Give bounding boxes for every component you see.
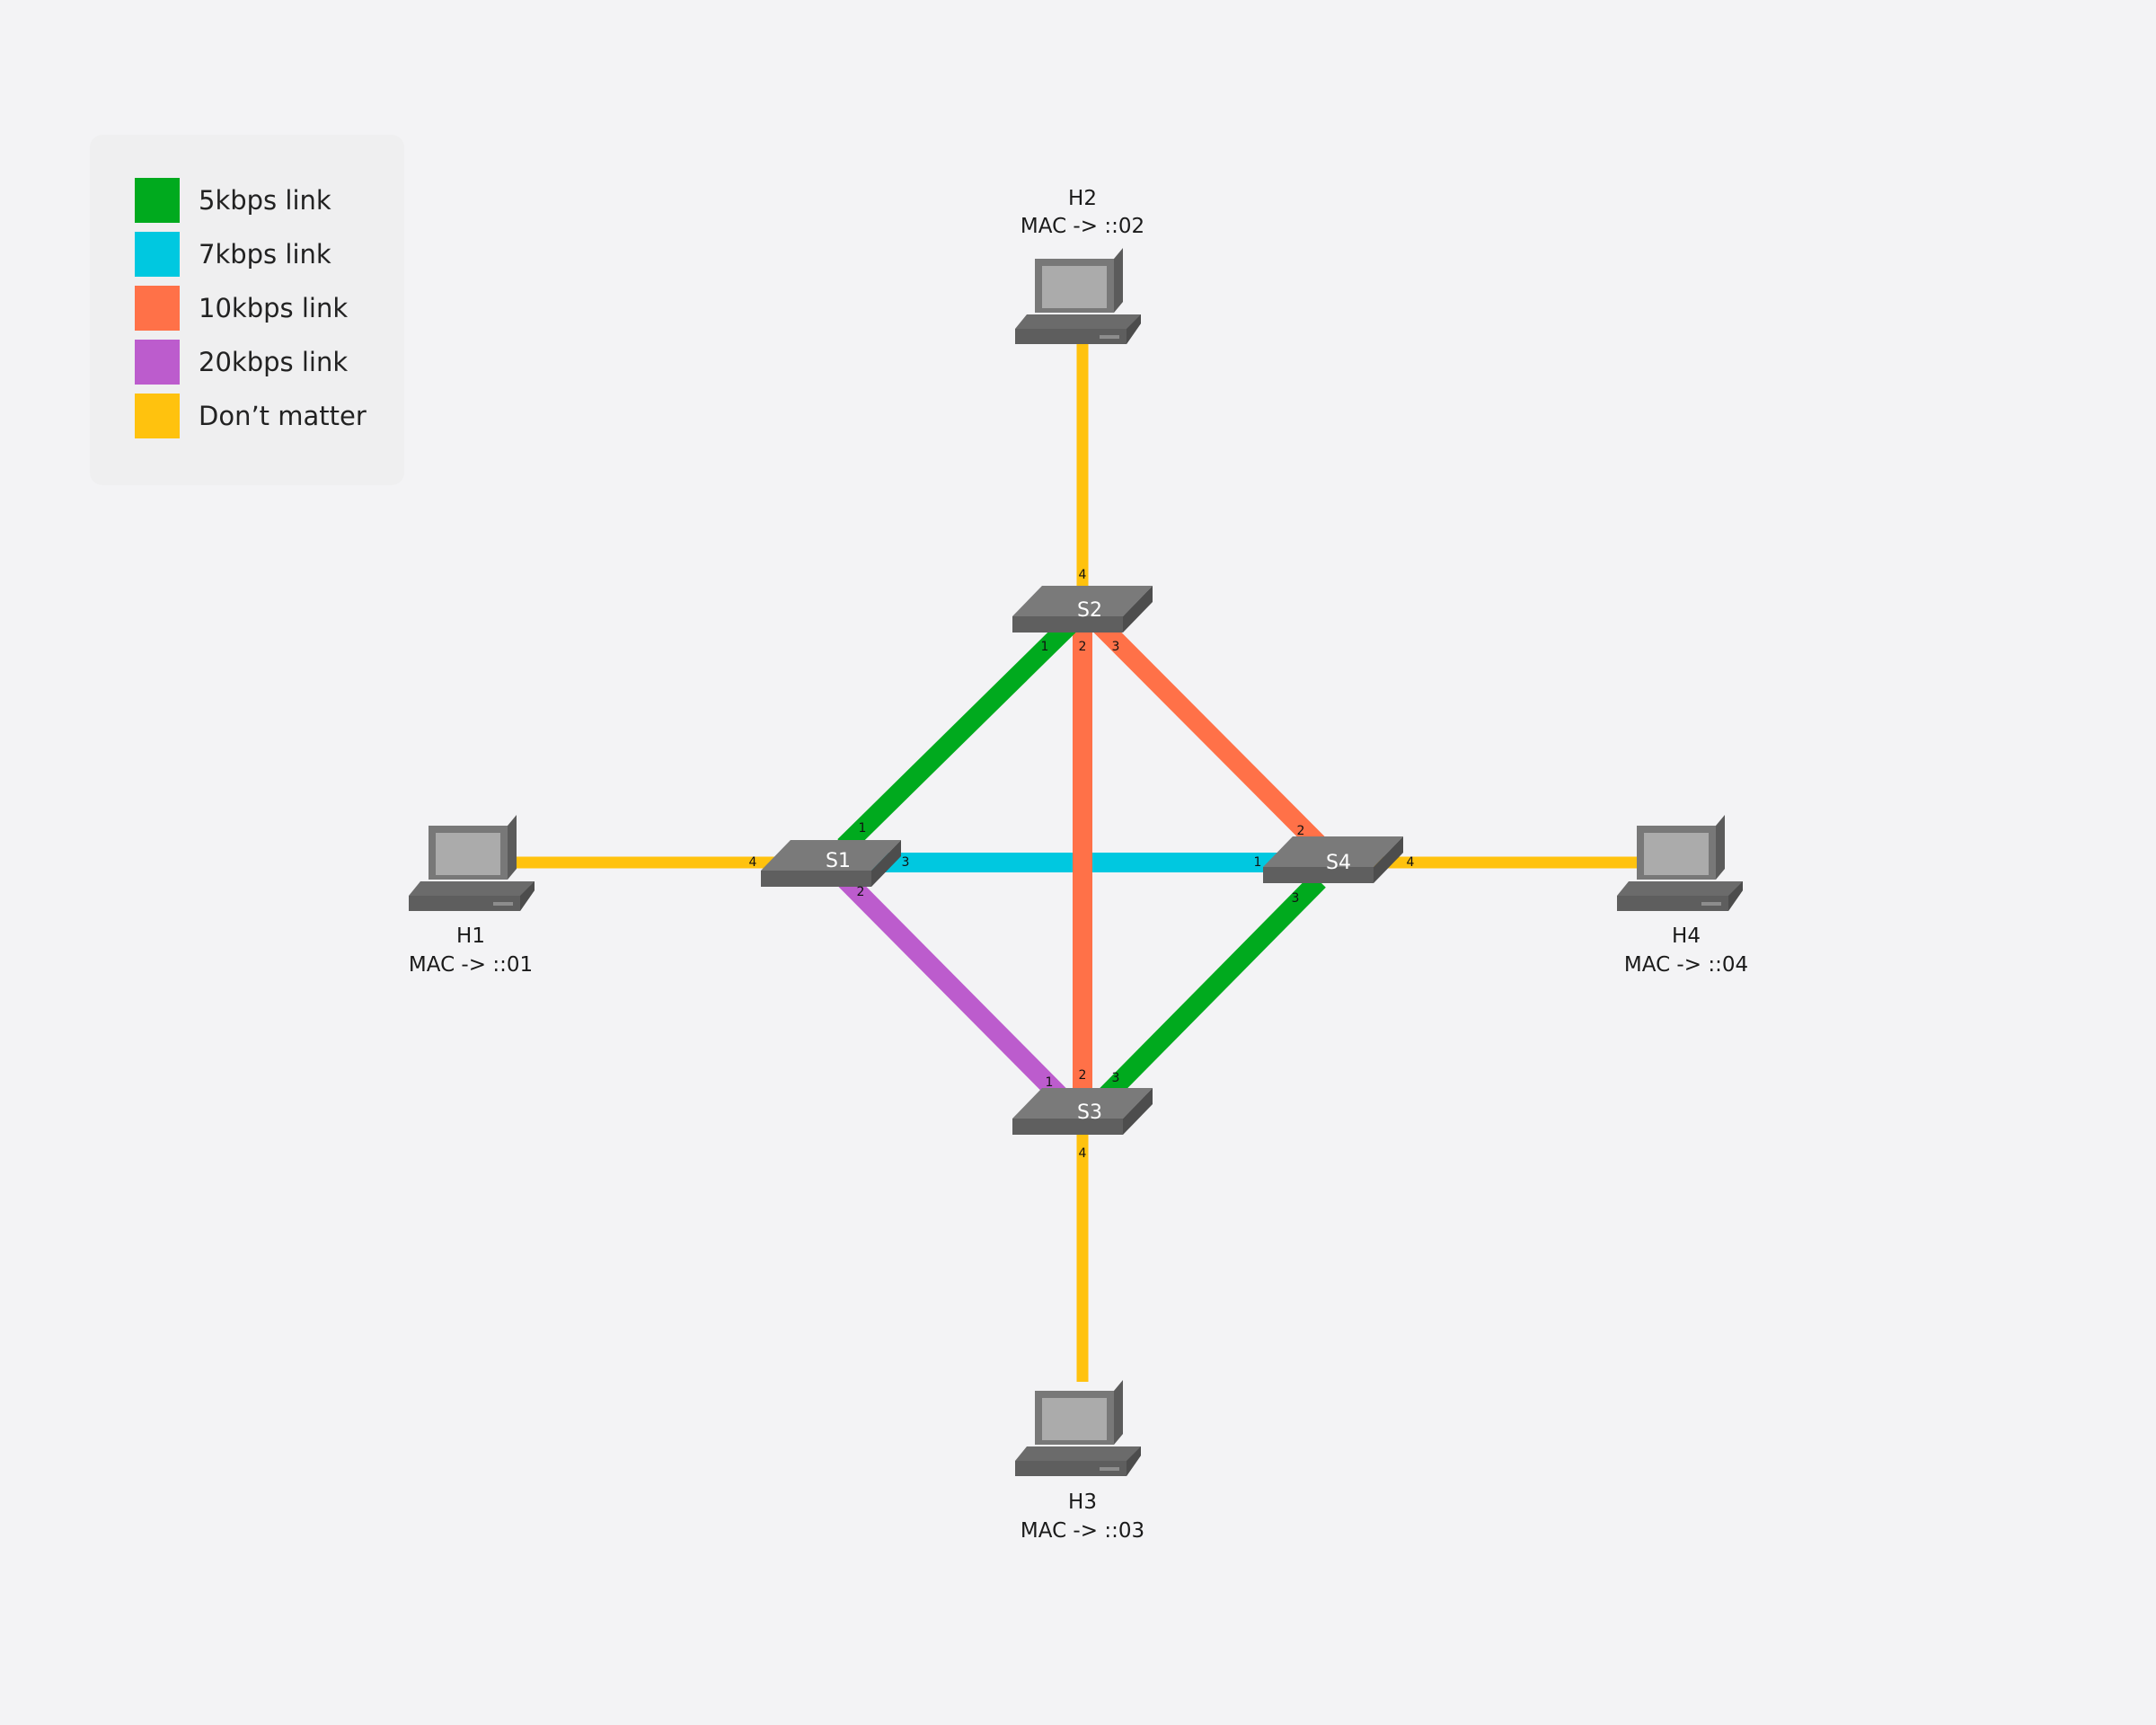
host-h2-name: H2: [1068, 187, 1097, 210]
legend-swatch-20kbps: [135, 340, 180, 385]
computer-icon: [409, 815, 535, 911]
port-s3-3: 3: [1112, 1071, 1120, 1085]
legend-label-dont-matter: Don’t matter: [199, 401, 367, 431]
host-h3[interactable]: [1015, 1380, 1141, 1476]
switch-s3[interactable]: S3: [1012, 1088, 1153, 1135]
host-h3-name: H3: [1068, 1491, 1097, 1514]
legend-label-20kbps: 20kbps link: [199, 347, 349, 377]
port-s1-3: 3: [902, 855, 910, 870]
port-s2-3: 3: [1112, 640, 1120, 654]
port-s2-4: 4: [1079, 568, 1087, 582]
port-s3-1: 1: [1046, 1075, 1054, 1090]
port-s1-2: 2: [857, 885, 865, 899]
host-h4-name: H4: [1672, 924, 1701, 948]
port-s1-1: 1: [859, 821, 867, 836]
legend-swatch-10kbps: [135, 286, 180, 331]
switch-s1[interactable]: S1: [761, 840, 901, 887]
legend-label-7kbps: 7kbps link: [199, 239, 331, 270]
switch-s3-label: S3: [1077, 1101, 1102, 1124]
port-s4-1: 1: [1254, 855, 1262, 870]
host-h2-mac: MAC -> ::02: [1021, 215, 1144, 238]
host-h1-mac: MAC -> ::01: [409, 953, 533, 977]
legend-item-dont-matter: Don’t matter: [135, 394, 367, 438]
port-s3-2: 2: [1079, 1068, 1087, 1083]
link-s1-s2: [837, 618, 1076, 854]
host-h3-mac: MAC -> ::03: [1021, 1519, 1144, 1543]
host-h2[interactable]: [1015, 248, 1141, 344]
legend-item-20kbps: 20kbps link: [135, 340, 348, 385]
legend-item-5kbps: 5kbps link: [135, 178, 331, 223]
switch-s4[interactable]: S4: [1263, 836, 1403, 883]
port-s4-2: 2: [1297, 824, 1305, 838]
legend-label-10kbps: 10kbps link: [199, 293, 349, 323]
port-s4-4: 4: [1407, 855, 1415, 870]
legend: 5kbps link 7kbps link 10kbps link 20kbps…: [90, 135, 404, 485]
port-s4-3: 3: [1292, 891, 1300, 906]
computer-icon: [1015, 1380, 1141, 1476]
switch-s2-label: S2: [1077, 599, 1102, 622]
link-s4-s3: [1093, 873, 1326, 1109]
port-s3-4: 4: [1079, 1146, 1087, 1161]
legend-item-7kbps: 7kbps link: [135, 232, 331, 277]
port-s2-1: 1: [1041, 640, 1049, 654]
host-h4-mac: MAC -> ::04: [1624, 953, 1748, 977]
computer-icon: [1015, 248, 1141, 344]
port-s2-2: 2: [1079, 640, 1087, 654]
legend-swatch-7kbps: [135, 232, 180, 277]
legend-label-5kbps: 5kbps link: [199, 185, 331, 216]
legend-swatch-5kbps: [135, 178, 180, 223]
host-h1-name: H1: [456, 924, 485, 948]
link-s2-s4: [1093, 618, 1326, 852]
switch-s2[interactable]: S2: [1012, 586, 1153, 632]
legend-swatch-dont-matter: [135, 394, 180, 438]
port-s1-4: 4: [749, 855, 757, 870]
host-h1[interactable]: [409, 815, 535, 911]
switch-s1-label: S1: [826, 850, 851, 872]
legend-item-10kbps: 10kbps link: [135, 286, 348, 331]
link-s1-s3: [837, 871, 1073, 1109]
switch-s4-label: S4: [1326, 852, 1351, 874]
